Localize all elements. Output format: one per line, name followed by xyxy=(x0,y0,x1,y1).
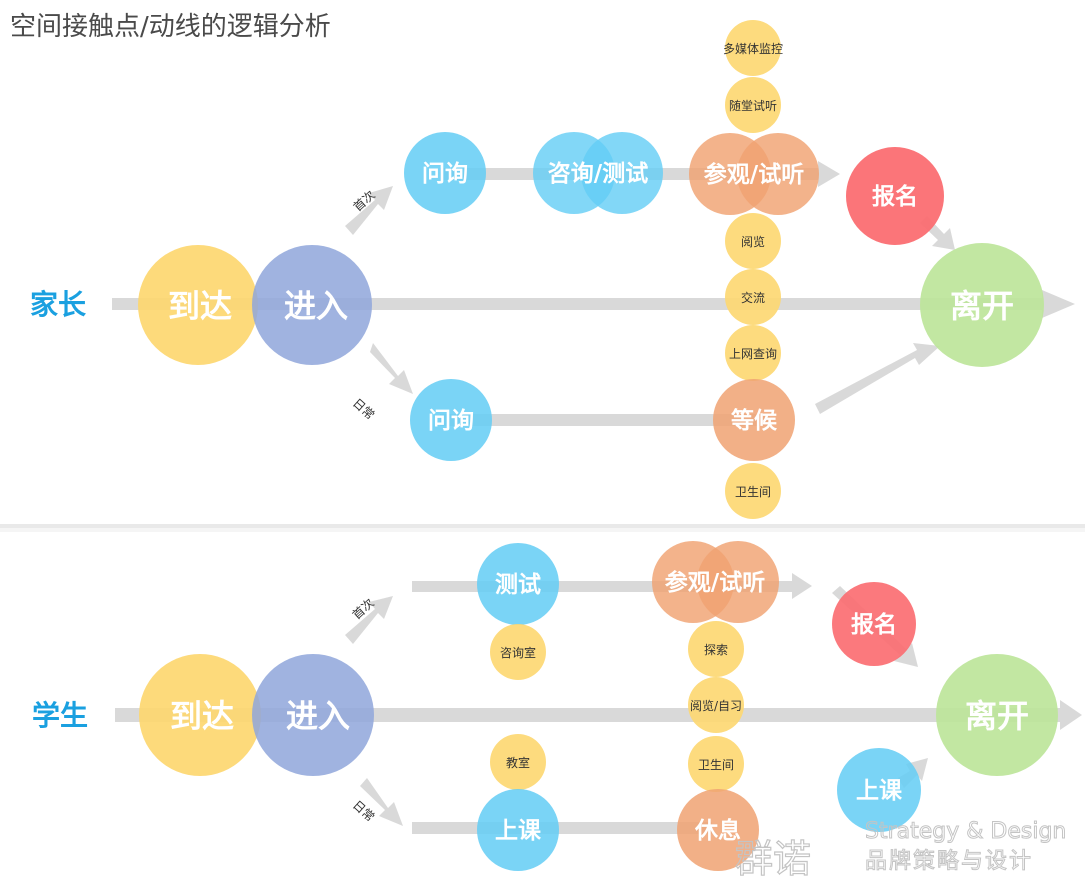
student-top-line xyxy=(412,581,792,592)
parent-top-arrowhead xyxy=(818,161,840,187)
parent-arrive-label: 到达 xyxy=(168,287,232,325)
parent-multimedia-label: 多媒体监控 xyxy=(723,42,783,56)
brand-watermark: 群诺 Strategy & Design 品牌策略与设计 xyxy=(734,819,1066,882)
student-arrive-label: 到达 xyxy=(170,697,234,735)
student-top-arrowhead xyxy=(792,573,812,599)
student-classroom-node: 教室 xyxy=(490,734,546,790)
parent-main-arrowhead xyxy=(1042,290,1075,318)
student-signup-node: 报名 xyxy=(832,582,916,666)
parent-bottom-line xyxy=(440,414,770,426)
student-class-left-node: 上课 xyxy=(477,789,559,871)
parent-consult-test-label: 咨询/测试 xyxy=(548,160,648,187)
parent-waiting-to-leave-arrow xyxy=(815,343,940,414)
parent-class-audit-label: 随堂试听 xyxy=(729,98,777,113)
student-test-node: 测试 xyxy=(477,543,559,625)
parent-ask-bottom-node: 问询 xyxy=(410,379,492,461)
student-arrive-node: 到达 xyxy=(139,654,261,776)
student-enter-node: 进入 xyxy=(252,654,374,776)
student-enter-label: 进入 xyxy=(286,697,350,735)
parent-ask-top-node: 问询 xyxy=(404,132,486,214)
student-restroom-label: 卫生间 xyxy=(698,758,734,772)
parent-enter-node: 进入 xyxy=(252,245,372,365)
parent-leave-label: 离开 xyxy=(950,287,1014,325)
student-row-label: 学生 xyxy=(32,699,88,732)
student-leave-label: 离开 xyxy=(965,697,1029,735)
student-classroom-label: 教室 xyxy=(506,755,530,770)
parent-arrive-node: 到达 xyxy=(138,245,258,365)
parent-signup-label: 报名 xyxy=(872,183,918,210)
student-class-right-label: 上课 xyxy=(856,778,903,804)
parent-touchpoint-column: 多媒体监控 随堂试听 阅览 交流 上网查询 卫生间 xyxy=(723,20,783,519)
parent-internet-label: 上网查询 xyxy=(729,347,777,361)
student-class-left-label: 上课 xyxy=(495,818,542,844)
page-title: 空间接触点/动线的逻辑分析 xyxy=(10,12,331,42)
student-down-arrow xyxy=(360,778,403,826)
parent-signup-node: 报名 xyxy=(846,147,944,245)
parent-exchange-label: 交流 xyxy=(741,290,765,305)
parent-down-arrow xyxy=(370,343,413,394)
parent-visit-trial-node: 参观/试听 xyxy=(689,133,819,215)
parent-consult-test-node: 咨询/测试 xyxy=(533,132,663,214)
student-read-study-label: 阅览/自习 xyxy=(690,698,742,713)
parent-waiting-node: 等候 xyxy=(713,379,795,461)
student-class-right-node: 上课 xyxy=(837,748,921,832)
student-visit-trial-node: 参观/试听 xyxy=(652,541,779,623)
student-main-arrowhead xyxy=(1060,700,1082,730)
student-explore-label: 探索 xyxy=(704,643,728,657)
student-daily-label: 日常 xyxy=(350,798,377,824)
student-consult-room-label: 咨询室 xyxy=(500,645,536,660)
student-consult-room-node: 咨询室 xyxy=(490,624,546,680)
student-rest-node: 休息 xyxy=(677,789,759,871)
watermark-tagline: 品牌策略与设计 xyxy=(865,849,1033,874)
parent-row-label: 家长 xyxy=(30,288,86,321)
watermark-brand-cn: 群诺 xyxy=(735,837,811,881)
student-touchpoint-column: 探索 阅览/自习 卫生间 xyxy=(688,621,744,792)
student-visit-trial-label: 参观/试听 xyxy=(665,569,765,596)
student-signup-label: 报名 xyxy=(851,611,897,638)
parent-restroom-label: 卫生间 xyxy=(735,485,771,499)
parent-daily-label: 日常 xyxy=(350,396,377,422)
parent-ask-top-label: 问询 xyxy=(422,160,468,187)
parent-reading-label: 阅览 xyxy=(741,234,765,249)
student-leave-node: 离开 xyxy=(936,654,1058,776)
parent-leave-node: 离开 xyxy=(920,243,1044,367)
student-flow: 学生 到达 进入 首次 日常 测试 咨询室 教室 上课 探索 xyxy=(32,541,1082,871)
parent-waiting-label: 等候 xyxy=(731,407,778,434)
student-up-arrow xyxy=(345,596,393,644)
parent-flow: 家长 到达 进入 首次 日常 问询 咨询/测试 多媒体监控 随堂试听 xyxy=(30,20,1075,519)
parent-ask-bottom-label: 问询 xyxy=(428,407,474,434)
student-bottom-line xyxy=(412,822,712,834)
parent-up-arrow xyxy=(345,186,393,235)
parent-enter-label: 进入 xyxy=(284,287,348,325)
watermark-brand-en: Strategy & Design xyxy=(865,819,1066,844)
parent-visit-trial-label: 参观/试听 xyxy=(704,161,804,188)
student-test-label: 测试 xyxy=(495,572,541,598)
student-rest-label: 休息 xyxy=(694,817,741,844)
